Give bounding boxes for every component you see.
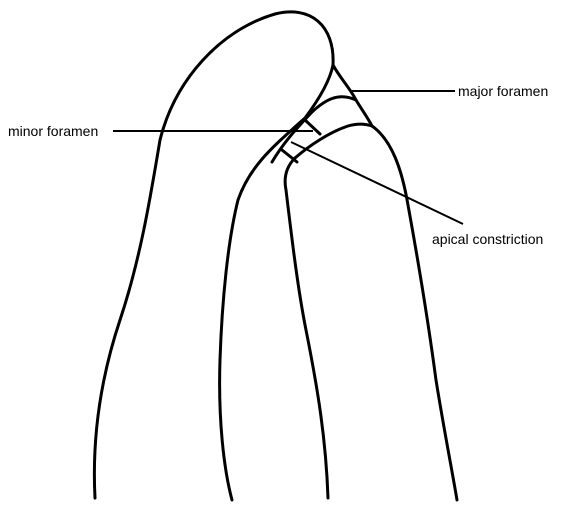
minor-foramen-label: minor foramen	[8, 123, 98, 139]
major-foramen-label: major foramen	[458, 83, 548, 99]
apical-constriction-leader	[291, 142, 463, 224]
apical-constriction-label: apical constriction	[432, 231, 543, 247]
root-right-outline	[372, 126, 457, 500]
canal-right-wall	[295, 124, 372, 158]
canal-left-wall	[285, 158, 328, 498]
apical-constriction-mark	[282, 150, 297, 162]
root-outer-outline	[94, 12, 333, 500]
